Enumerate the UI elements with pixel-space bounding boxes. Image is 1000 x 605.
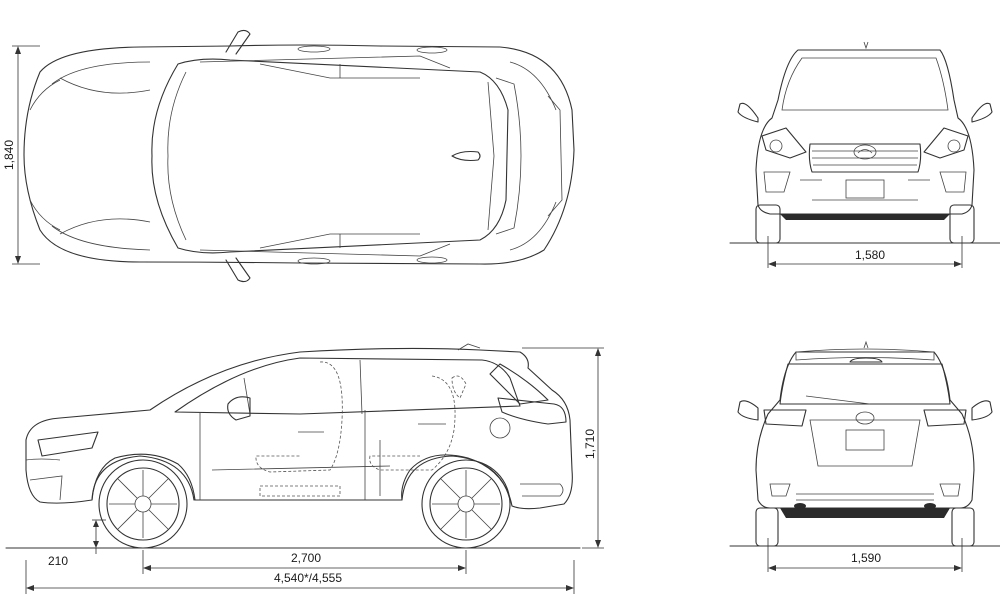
overall-height-label: 1,710 (583, 429, 597, 459)
front-view: 1,580 (729, 41, 1000, 268)
overall-width-label: 1,840 (2, 140, 16, 170)
top-view: 1,840 (2, 29, 575, 283)
rear-view: 1,590 (729, 340, 1000, 572)
rear-track-label: 1,590 (851, 551, 881, 565)
overall-length-label: 4,540*/4,555 (274, 571, 342, 585)
front-track-label: 1,580 (855, 248, 885, 262)
ground-clearance-label: 210 (48, 554, 68, 568)
wheelbase-label: 2,700 (291, 551, 321, 565)
side-view: 1,710 210 2,700 4,540*/4,555 (5, 343, 604, 594)
